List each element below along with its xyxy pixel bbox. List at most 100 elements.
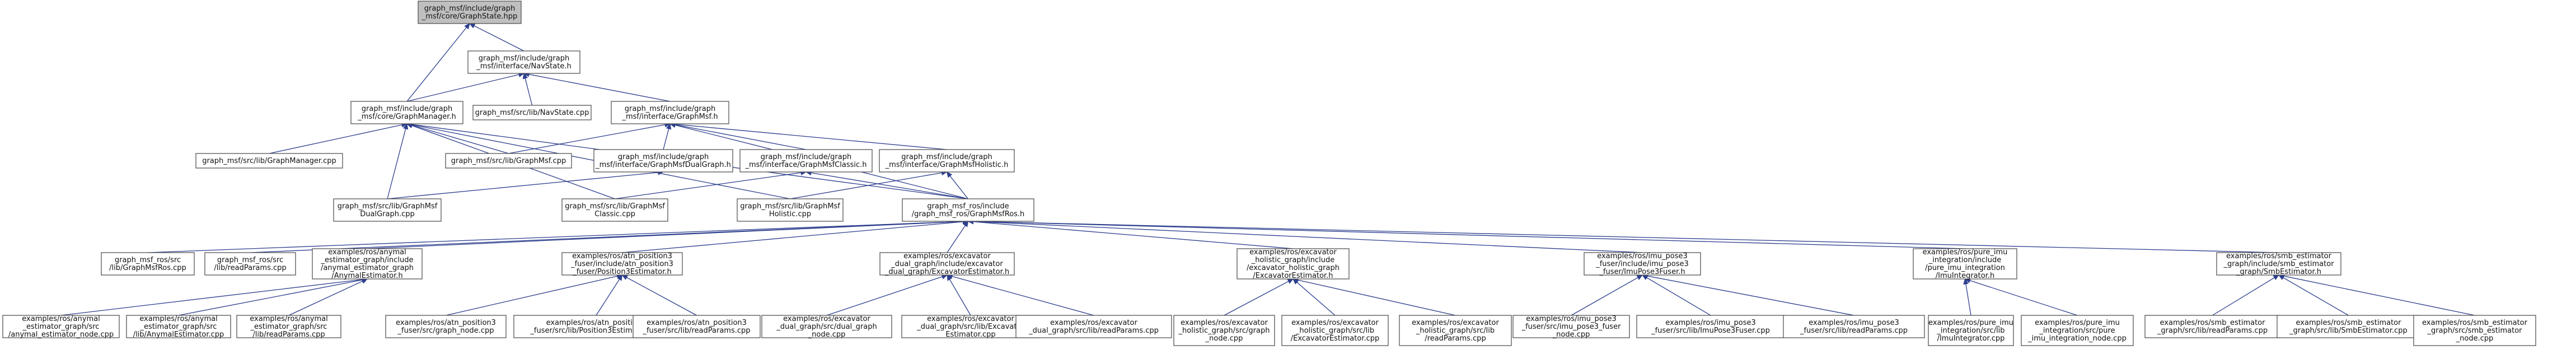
node-label-line: _fuser/Position3Estimator.h <box>572 268 672 276</box>
node-graphmanager_cpp[interactable]: graph_msf/src/lib/GraphManager.cpp <box>195 153 343 169</box>
node-imu_rp[interactable]: examples/ros/imu_pose3_fuser/src/lib/rea… <box>1783 315 1925 338</box>
node-anymal_node[interactable]: examples/ros/anymal_estimator_graph/src/… <box>2 315 120 339</box>
edge-excav_hol_h-to-eh_lib <box>1292 278 1336 316</box>
node-ed_node[interactable]: examples/ros/excavator_dual_graph/src/du… <box>761 315 892 339</box>
edge-line <box>626 277 697 316</box>
node-graphmsfros_cpp[interactable]: graph_msf_ros/src/lib/GraphMsfRos.cpp <box>101 252 195 276</box>
node-label-line: _fuser/include/imu_pose3 <box>1595 260 1689 268</box>
node-pure_h[interactable]: examples/ros/pure_imu_integration/includ… <box>1913 248 2017 280</box>
edge-line <box>2283 277 2349 316</box>
node-label-line: _graph/src/lib/readParams.cpp <box>2157 327 2268 335</box>
node-classic_h[interactable]: graph_msf/include/graph_msf/interface/Gr… <box>739 149 873 173</box>
edge-line <box>528 74 671 102</box>
node-label-line: _fuser/include/atn_position3 <box>570 260 673 268</box>
graph-edges <box>60 23 2475 316</box>
node-label-line: _dual_graph/src/lib/Excavator <box>916 323 1024 331</box>
edge-smb_h-to-smb_rp <box>2212 274 2280 316</box>
edge-excav_hol_h-to-eh_rp <box>1292 277 1456 316</box>
edge-line <box>663 128 669 150</box>
edge-line <box>973 221 2279 253</box>
node-label-line: examples/ros/imu_pose3 <box>1526 315 1617 323</box>
node-navstate_cpp[interactable]: graph_msf/src/lib/NavState.cpp <box>472 105 592 120</box>
node-label-line: _dual_graph/src/dual_graph <box>776 323 877 331</box>
node-atn_node[interactable]: examples/ros/atn_position3_fuser/src/gra… <box>385 315 507 338</box>
node-box <box>761 315 892 338</box>
node-anymal_lib[interactable]: examples/ros/anymal_estimator_graph/src/… <box>126 315 231 339</box>
node-smb_node[interactable]: examples/ros/smb_estimator_graph/src/smb… <box>2413 315 2536 346</box>
node-anymal_h[interactable]: examples/ros/anymal_estimator_graph/incl… <box>312 248 423 280</box>
node-readparams_cpp[interactable]: graph_msf_ros/src/lib/readParams.cpp <box>204 252 296 276</box>
node-label-line: Holistic.cpp <box>769 210 811 218</box>
node-graphmsfros_h[interactable]: graph_msf_ros/include/graph_msf_ros/Grap… <box>902 198 1034 222</box>
node-imu_node[interactable]: examples/ros/imu_pose3_fuser/src/imu_pos… <box>1512 315 1630 339</box>
edge-line <box>811 172 968 199</box>
node-smb_h[interactable]: examples/ros/smb_estimator_graph/include… <box>2216 252 2341 276</box>
node-label-line: examples/ros/anymal <box>22 315 100 323</box>
node-label-line: graph_msf/src/lib/GraphMsf <box>565 202 665 211</box>
node-pure_lib[interactable]: examples/ros/pure_imu_integration/src/li… <box>1928 315 2014 346</box>
node-eh_node[interactable]: examples/ros/excavator_holistic_graph/sr… <box>1173 315 1275 346</box>
node-dualgraph_h[interactable]: graph_msf/include/graph_msf/interface/Gr… <box>593 149 733 173</box>
node-atn_h[interactable]: examples/ros/atn_position3_fuser/include… <box>561 252 683 276</box>
node-smb_lib[interactable]: examples/ros/smb_estimator_graph/src/lib… <box>2277 315 2420 338</box>
node-graphmsf_h[interactable]: graph_msf/include/graph_msf/interface/Gr… <box>611 101 729 124</box>
edge-line <box>387 128 406 199</box>
node-imu_lib[interactable]: examples/ros/imu_pose3_fuser/src/lib/Imu… <box>1636 315 1785 338</box>
node-holistic_cpp[interactable]: graph_msf/src/lib/GraphMsfHolistic.cpp <box>737 198 844 222</box>
node-pure_node[interactable]: examples/ros/pure_imu_integration/src/pu… <box>2021 315 2134 346</box>
edge-line <box>2283 276 2475 316</box>
node-graphmsf_cpp[interactable]: graph_msf/src/lib/GraphMsf.cpp <box>445 153 572 169</box>
edge-anymal_h-to-anymal_rp <box>288 278 368 316</box>
node-navstate_h[interactable]: graph_msf/include/graph_msf/interface/Na… <box>467 50 580 74</box>
node-imu_h[interactable]: examples/ros/imu_pose3_fuser/include/imu… <box>1584 252 1701 276</box>
node-atn_rp[interactable]: examples/ros/atn_position3_fuser/src/lib… <box>633 315 761 338</box>
node-excav_hol_h[interactable]: examples/ros/excavator_holistic_graph/in… <box>1237 248 1350 280</box>
edge-line <box>2212 277 2275 316</box>
node-anymal_rp[interactable]: examples/ros/anymal_estimator_graph/src/… <box>236 315 341 339</box>
node-excav_dual_h[interactable]: examples/ros/excavator_dual_graph/includ… <box>879 252 1015 276</box>
edge-arrowhead <box>402 123 409 130</box>
node-label-line: _node.cpp <box>808 330 846 339</box>
node-label-line: examples/ros/smb_estimator <box>2226 252 2332 260</box>
edge-excav_dual_h-to-ed_node <box>826 274 948 316</box>
node-label-line: DualGraph.cpp <box>360 210 415 218</box>
node-eh_lib[interactable]: examples/ros/excavator_holistic_graph/sr… <box>1281 315 1389 346</box>
node-dualgraph_cpp[interactable]: graph_msf/src/lib/GraphMsfDualGraph.cpp <box>333 198 442 222</box>
node-label-line: _integration/src/lib <box>1936 327 2004 335</box>
graph-nodes: graph_msf/include/graph_msf/core/GraphSt… <box>2 1 2536 346</box>
node-label-line: /ImuIntegrator.cpp <box>1937 334 2005 343</box>
node-eh_rp[interactable]: examples/ros/excavator_holistic_graph/sr… <box>1399 315 1512 346</box>
node-box <box>2021 315 2134 346</box>
node-classic_cpp[interactable]: graph_msf/src/lib/GraphMsfClassic.cpp <box>561 198 668 222</box>
node-label-line: _fuser/ImuPose3Fuser.h <box>1599 268 1685 276</box>
node-box <box>350 101 463 124</box>
edge-atn_h-to-atn_lib <box>596 274 623 316</box>
node-box <box>902 198 1034 222</box>
node-graphmanager_h[interactable]: graph_msf/include/graph_msf/core/GraphMa… <box>350 101 463 124</box>
node-label-line: graph_msf/include/graph <box>618 153 709 161</box>
node-label-line: graph_msf/include/graph <box>625 105 715 113</box>
node-box <box>593 149 733 173</box>
edge-smb_h-to-smb_lib <box>2278 274 2349 316</box>
edge-line <box>147 221 963 253</box>
node-label-line: examples/ros/atn_position3 <box>396 319 496 327</box>
node-graphstate[interactable]: graph_msf/include/graph_msf/core/GraphSt… <box>418 1 522 24</box>
edge-imu_h-to-imu_node <box>1571 274 1643 316</box>
edge-line <box>596 279 620 316</box>
node-smb_rp[interactable]: examples/ros/smb_estimator_graph/src/lib… <box>2144 315 2280 338</box>
node-label-line: _integration/include <box>1928 256 2001 264</box>
edge-line <box>508 124 666 154</box>
edge-navstate_h-to-graphmsf_h <box>523 72 671 102</box>
node-label-line: graph_msf/include/graph <box>761 153 851 161</box>
node-box <box>633 315 761 338</box>
node-label-line: _graph/src/smb_estimator <box>2427 327 2523 335</box>
node-label-line: _estimator_graph/src <box>140 323 217 331</box>
node-ed_rp[interactable]: examples/ros/excavator_dual_graph/src/li… <box>1015 315 1172 338</box>
edge-graphmsfros_h-to-anymal_h <box>367 218 969 249</box>
node-label-line: examples/ros/excavator <box>927 315 1014 323</box>
node-box <box>1512 315 1630 338</box>
node-label-line: examples/ros/imu_pose3 <box>1597 252 1688 260</box>
node-holistic_h[interactable]: graph_msf/include/graph_msf/interface/Gr… <box>879 149 1015 173</box>
node-label-line: graph_msf/src/lib/NavState.cpp <box>475 109 589 117</box>
node-label-line: examples/ros/excavator <box>903 252 991 260</box>
